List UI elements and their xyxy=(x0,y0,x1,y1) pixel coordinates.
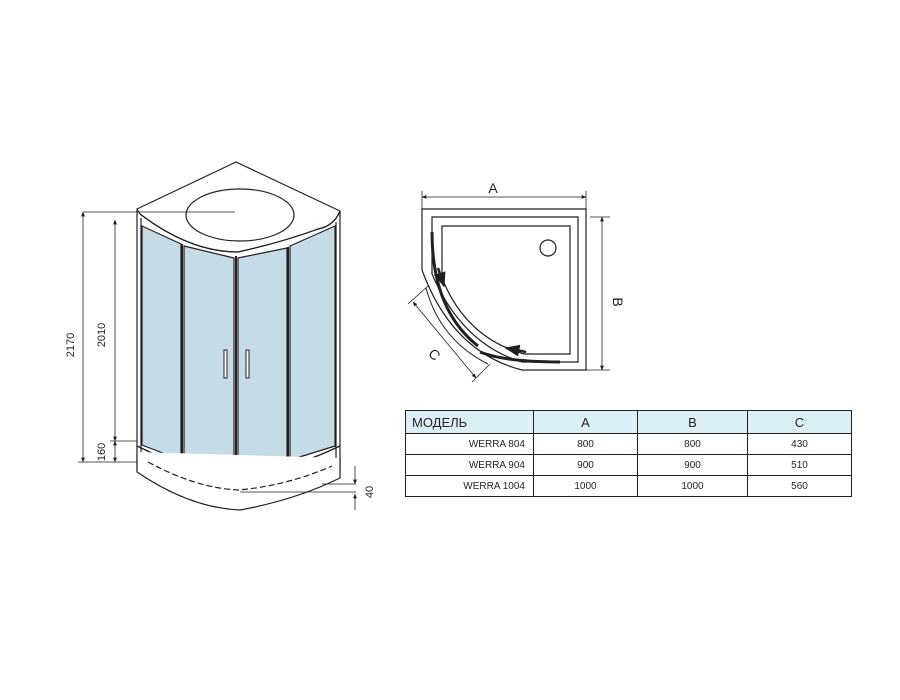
plan-label-b: B xyxy=(610,297,626,306)
glass-door-right xyxy=(237,247,288,475)
shower-tray xyxy=(136,452,341,511)
value-b-cell: 1000 xyxy=(637,475,748,497)
value-a-cell: 1000 xyxy=(533,475,638,497)
value-c-cell: 430 xyxy=(747,433,852,455)
value-a-cell: 900 xyxy=(533,454,638,476)
arrow-bottom-icon xyxy=(504,344,527,357)
model-name-cell: WERRA 1004 xyxy=(405,475,534,497)
table-header-row: МОДЕЛЬ A B C xyxy=(405,410,852,434)
roof-top-opening xyxy=(185,188,295,242)
model-dimensions-table: МОДЕЛЬ A B C WERRA 804 800 800 430 WERRA… xyxy=(405,410,852,497)
roof-front-edge xyxy=(139,210,341,253)
door-handle-left xyxy=(223,349,228,379)
table-row: WERRA 904 900 900 510 xyxy=(405,454,852,476)
tray-rim xyxy=(147,461,333,491)
arrow-left-icon xyxy=(434,267,446,288)
glass-panel-right xyxy=(289,225,336,461)
dim-total-height: 2170 xyxy=(65,333,77,357)
door-handle-right xyxy=(245,349,250,379)
value-b-cell: 800 xyxy=(637,433,748,455)
value-c-cell: 560 xyxy=(747,475,852,497)
value-a-cell: 800 xyxy=(533,433,638,455)
table-row: WERRA 1004 1000 1000 560 xyxy=(405,475,852,497)
column-header-c: C xyxy=(747,410,852,434)
dim-tray-depth: 40 xyxy=(364,486,376,498)
column-header-a: A xyxy=(533,410,638,434)
plan-label-a: A xyxy=(488,180,498,196)
front-dimension-lines xyxy=(78,211,357,510)
sliding-door-right xyxy=(479,350,561,364)
dim-tray-height: 160 xyxy=(96,443,108,461)
shower-cabin-plan-view xyxy=(421,208,587,371)
shower-cabin-front-view xyxy=(83,161,356,511)
plan-dimension-lines xyxy=(407,191,610,383)
column-header-model: МОДЕЛЬ xyxy=(405,410,534,434)
plan-label-c: C xyxy=(425,345,443,363)
model-name-cell: WERRA 904 xyxy=(405,454,534,476)
basin xyxy=(441,225,571,355)
value-b-cell: 900 xyxy=(637,454,748,476)
glass-panel-left xyxy=(141,225,182,461)
drain-icon xyxy=(539,239,557,257)
column-header-b: B xyxy=(637,410,748,434)
table-row: WERRA 804 800 800 430 xyxy=(405,433,852,455)
dim-cabin-height: 2010 xyxy=(96,323,108,347)
model-name-cell: WERRA 804 xyxy=(405,433,534,455)
door-direction-arrows xyxy=(434,267,527,357)
value-c-cell: 510 xyxy=(747,454,852,476)
